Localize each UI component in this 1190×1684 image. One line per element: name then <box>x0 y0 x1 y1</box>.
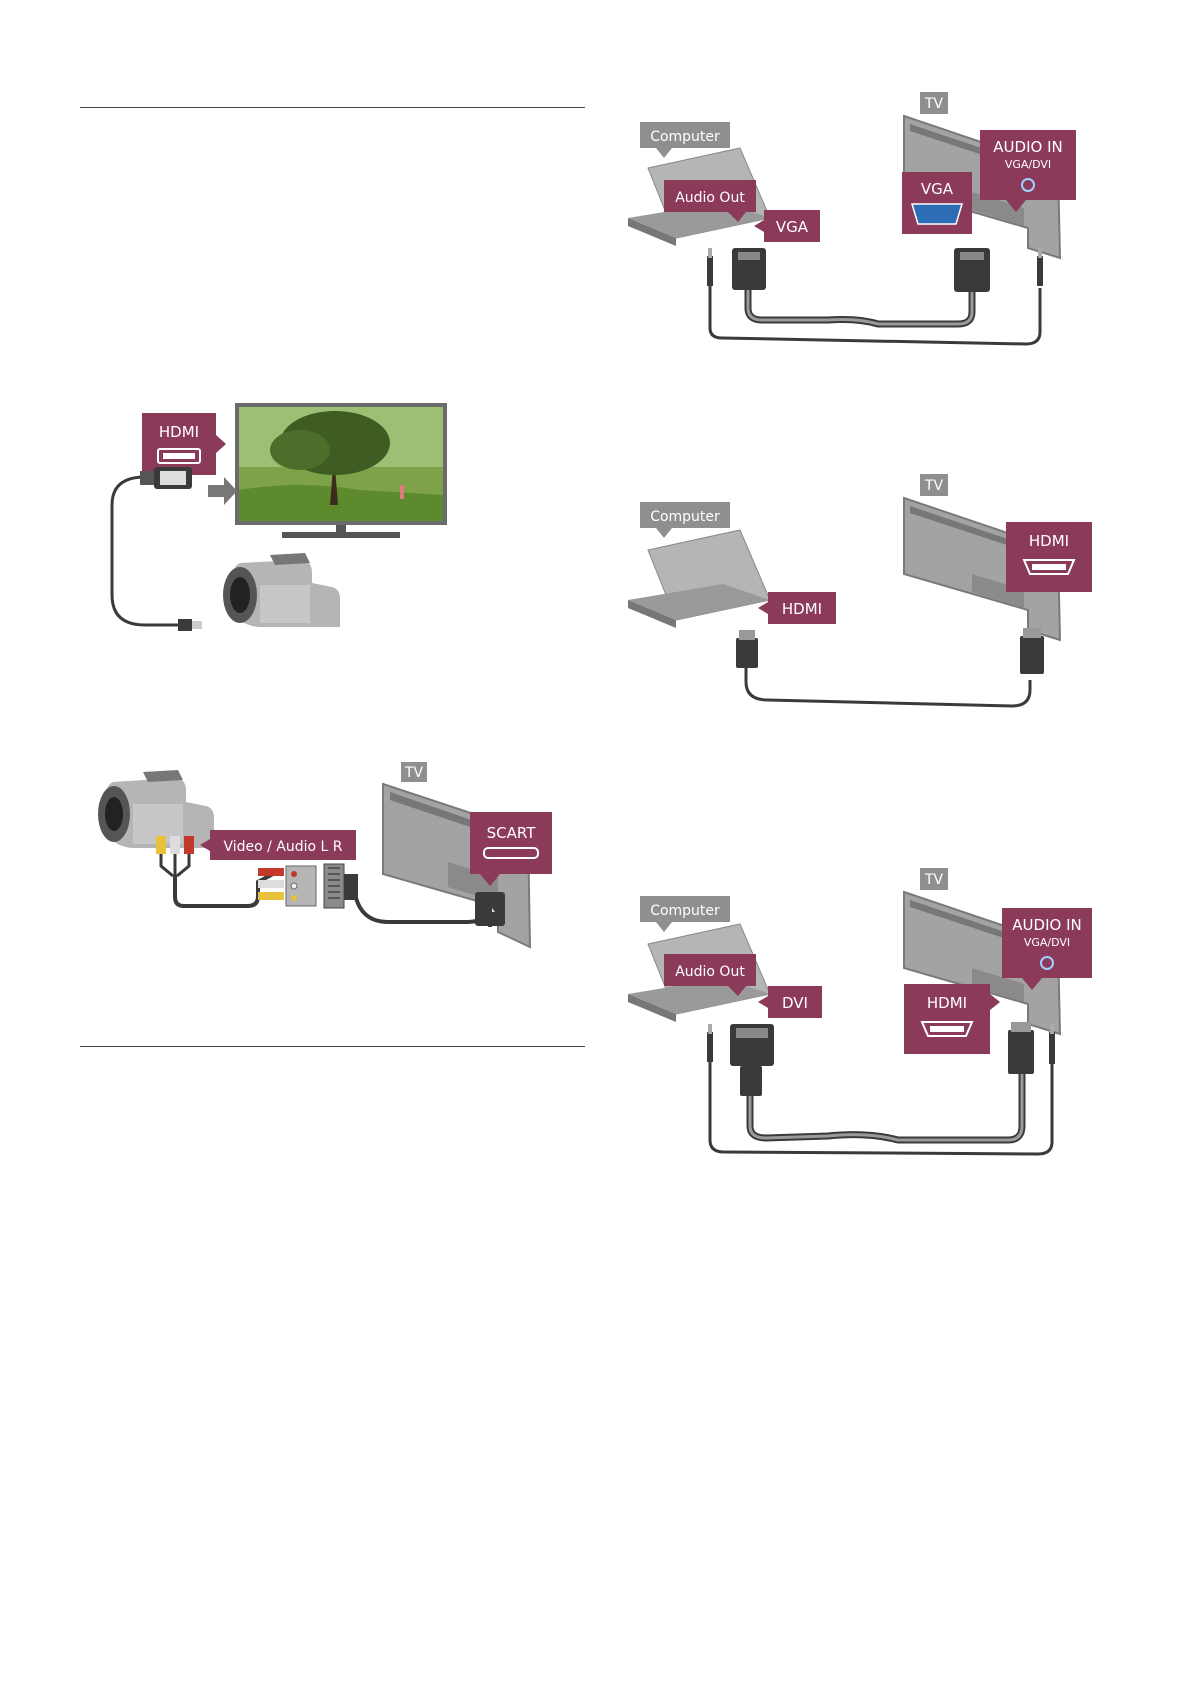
hdmi-plug-tv <box>1008 1030 1034 1074</box>
computer-dvi-diagram: Computer Audio Out DVI TV HDMI AUDIO IN … <box>628 864 1098 1164</box>
audio-plug-pc <box>707 1032 713 1062</box>
mini-hdmi-plug <box>178 619 192 631</box>
computer-vga-diagram: Computer Audio Out VGA TV VGA AUDIO IN V… <box>628 88 1098 360</box>
vga-pc-label: VGA <box>776 218 809 236</box>
audio-plug-pc <box>707 256 713 286</box>
rca-plugs-icon <box>156 836 194 876</box>
video-audio-label: Video / Audio L R <box>223 839 342 855</box>
audio-in-label: AUDIO IN <box>1012 916 1081 934</box>
camcorder-hdmi-diagram: HDMI <box>100 395 460 640</box>
tv-label: TV <box>924 872 944 888</box>
audio-in-label: AUDIO IN <box>993 138 1062 156</box>
av-cable <box>175 874 273 906</box>
vga-tv-label: VGA <box>921 180 954 198</box>
hdmi-pc-label: HDMI <box>782 600 822 618</box>
arrow-right-icon <box>208 477 237 505</box>
camcorder-scart-diagram: TV SCART Video / Audio L R <box>98 762 568 1020</box>
audio-plug-tv <box>1037 256 1043 286</box>
scart-cable <box>356 898 490 927</box>
tv-label: TV <box>924 96 944 112</box>
laptop-icon <box>628 530 770 628</box>
audio-in-sub-label: VGA/DVI <box>1024 936 1070 949</box>
camcorder-icon <box>223 553 340 627</box>
computer-label: Computer <box>650 129 720 145</box>
tv-label: TV <box>404 765 424 781</box>
computer-label: Computer <box>650 903 720 919</box>
hdmi-tv-label: HDMI <box>927 994 967 1012</box>
audio-plug-tv <box>1049 1032 1055 1064</box>
audio-out-label: Audio Out <box>675 190 745 206</box>
scart-label: SCART <box>487 824 537 842</box>
vga-port-icon <box>912 204 962 224</box>
scart-label-bg <box>470 812 552 874</box>
tv-label: TV <box>924 478 944 494</box>
section-rule-top <box>80 107 585 108</box>
hdmi-cable <box>112 477 180 625</box>
hdmi-plug-tv <box>1020 636 1044 674</box>
audio-in-sub-label: VGA/DVI <box>1005 158 1051 171</box>
computer-label: Computer <box>650 509 720 525</box>
hdmi-label: HDMI <box>159 423 199 441</box>
hdmi-adapter <box>740 1066 762 1096</box>
hdmi-tv-label: HDMI <box>1029 532 1069 550</box>
computer-hdmi-diagram: Computer HDMI TV HDMI <box>628 470 1098 715</box>
dvi-label: DVI <box>782 994 808 1012</box>
section-rule-bottom <box>80 1046 585 1047</box>
dvi-hdmi-cable <box>750 1074 1022 1140</box>
rca-to-scart-adapter <box>258 864 358 908</box>
audio-cable <box>710 286 1040 344</box>
hdmi-plug-pc <box>736 638 758 668</box>
hdmi-cable <box>746 668 1030 706</box>
audio-out-label: Audio Out <box>675 964 745 980</box>
